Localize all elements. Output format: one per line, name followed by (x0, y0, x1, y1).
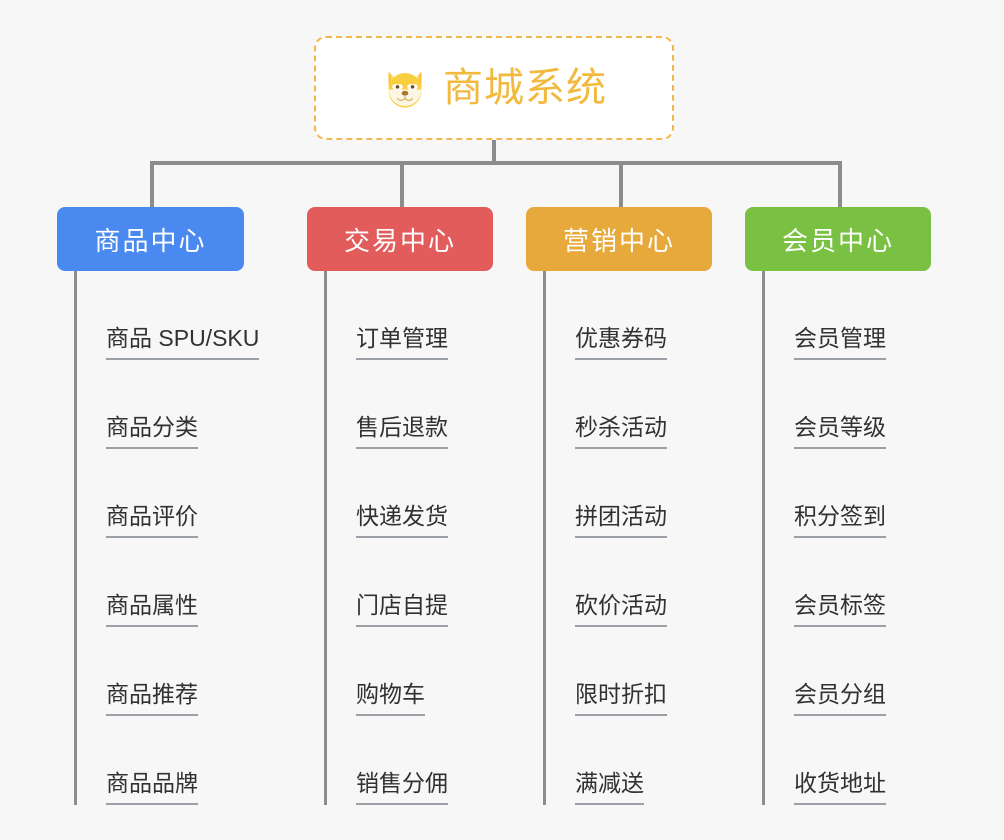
leaf-item[interactable]: 收货地址 (762, 716, 992, 805)
leaf-item[interactable]: 销售分佣 (324, 716, 554, 805)
leaf-item[interactable]: 订单管理 (324, 271, 554, 360)
category-box-1[interactable]: 商品中心 (57, 207, 244, 271)
leaf-item[interactable]: 商品推荐 (74, 627, 304, 716)
leaf-item[interactable]: 积分签到 (762, 449, 992, 538)
branch-drop-connector (150, 161, 154, 207)
leaf-item-label: 售后退款 (356, 414, 448, 449)
dog-face-icon (381, 64, 429, 112)
leaf-item-label: 拼团活动 (575, 503, 667, 538)
leaf-item-label: 满减送 (575, 770, 644, 805)
leaf-item[interactable]: 商品 SPU/SKU (74, 271, 304, 360)
leaf-trunk-line (543, 271, 546, 805)
leaf-item-label: 门店自提 (356, 592, 448, 627)
leaf-item[interactable]: 商品评价 (74, 449, 304, 538)
category-box-2[interactable]: 交易中心 (307, 207, 493, 271)
leaf-item[interactable]: 秒杀活动 (543, 360, 773, 449)
leaf-item[interactable]: 门店自提 (324, 538, 554, 627)
leaf-item-label: 快递发货 (356, 503, 448, 538)
branch-drop-connector (400, 161, 404, 207)
leaf-trunk-line (74, 271, 77, 805)
leaf-item-label: 限时折扣 (575, 681, 667, 716)
branch-drop-connector (619, 161, 623, 207)
leaf-item[interactable]: 满减送 (543, 716, 773, 805)
leaf-item-label: 商品品牌 (106, 770, 198, 805)
branch-drop-connector (838, 161, 842, 207)
leaf-item[interactable]: 会员等级 (762, 360, 992, 449)
leaf-item[interactable]: 会员管理 (762, 271, 992, 360)
leaf-item-label: 优惠券码 (575, 325, 667, 360)
leaf-item[interactable]: 会员分组 (762, 627, 992, 716)
root-stem-connector (492, 140, 496, 163)
leaf-item-label: 购物车 (356, 681, 425, 716)
horizontal-bus-connector (150, 161, 840, 165)
leaf-item[interactable]: 商品属性 (74, 538, 304, 627)
leaf-item-label: 销售分佣 (356, 770, 448, 805)
leaf-item[interactable]: 售后退款 (324, 360, 554, 449)
leaf-item-label: 商品评价 (106, 503, 198, 538)
leaf-item[interactable]: 限时折扣 (543, 627, 773, 716)
leaf-item-label: 会员分组 (794, 681, 886, 716)
leaf-item[interactable]: 拼团活动 (543, 449, 773, 538)
leaf-item-label: 商品属性 (106, 592, 198, 627)
category-box-3[interactable]: 营销中心 (526, 207, 712, 271)
root-node[interactable]: 商城系统 (314, 36, 674, 140)
root-title: 商城系统 (443, 66, 607, 110)
leaf-column-4: 会员管理会员等级积分签到会员标签会员分组收货地址 (762, 271, 992, 805)
leaf-item-label: 商品推荐 (106, 681, 198, 716)
leaf-item[interactable]: 砍价活动 (543, 538, 773, 627)
leaf-item-label: 商品 SPU/SKU (106, 325, 260, 360)
leaf-column-3: 优惠券码秒杀活动拼团活动砍价活动限时折扣满减送 (543, 271, 773, 805)
category-label: 交易中心 (343, 225, 456, 256)
category-label: 商品中心 (94, 225, 207, 256)
leaf-item-label: 积分签到 (794, 503, 886, 538)
leaf-item[interactable]: 优惠券码 (543, 271, 773, 360)
leaf-item-label: 会员等级 (794, 414, 886, 449)
leaf-item-label: 订单管理 (356, 325, 448, 360)
leaf-item[interactable]: 会员标签 (762, 538, 992, 627)
leaf-item-label: 砍价活动 (575, 592, 667, 627)
category-box-4[interactable]: 会员中心 (745, 207, 931, 271)
leaf-column-1: 商品 SPU/SKU 商品分类商品评价商品属性商品推荐商品品牌 (74, 271, 304, 805)
leaf-trunk-line (762, 271, 765, 805)
category-label: 营销中心 (562, 225, 675, 256)
leaf-item[interactable]: 购物车 (324, 627, 554, 716)
leaf-item-label: 会员标签 (794, 592, 886, 627)
leaf-item-label: 收货地址 (794, 770, 886, 805)
leaf-trunk-line (324, 271, 327, 805)
leaf-column-2: 订单管理售后退款快递发货门店自提购物车销售分佣 (324, 271, 554, 805)
leaf-item-label: 商品分类 (106, 414, 198, 449)
category-label: 会员中心 (781, 225, 894, 256)
leaf-item-label: 秒杀活动 (575, 414, 667, 449)
leaf-item[interactable]: 商品分类 (74, 360, 304, 449)
leaf-item-label: 会员管理 (794, 325, 886, 360)
leaf-item[interactable]: 商品品牌 (74, 716, 304, 805)
leaf-item[interactable]: 快递发货 (324, 449, 554, 538)
